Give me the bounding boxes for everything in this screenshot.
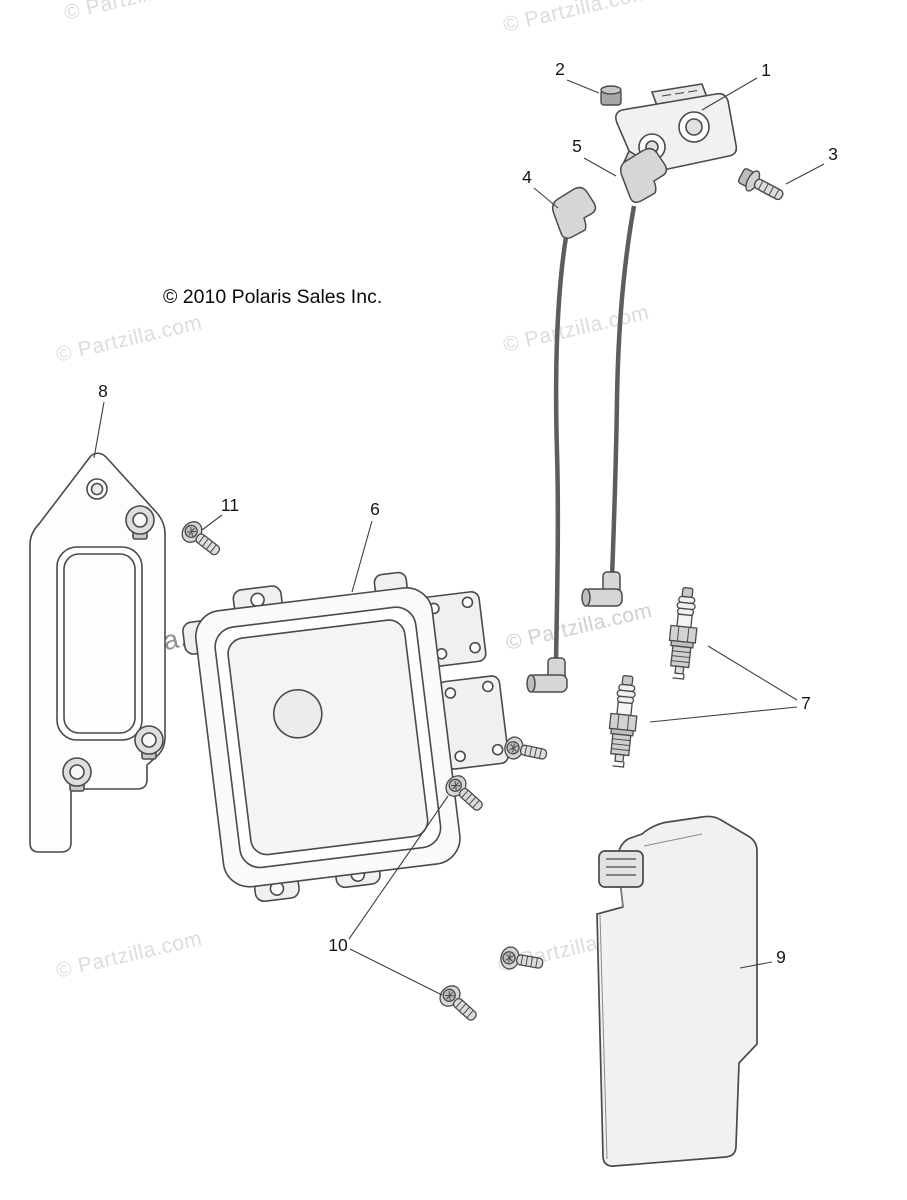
screw-part: [439, 985, 477, 1021]
screw-part: [445, 775, 483, 811]
screw-part: [181, 521, 221, 556]
screw-part: [504, 736, 548, 760]
callout-labels: 1 2 3 4 5 6 7 8 9 10 11: [98, 59, 838, 967]
spark-plug-part: [668, 587, 698, 680]
callout-3: 3: [828, 144, 838, 164]
rubber-mount: [125, 505, 155, 540]
callout-11: 11: [221, 495, 239, 515]
rubber-mount: [62, 757, 92, 792]
bolt-part: [737, 168, 784, 201]
bracket-part: [29, 452, 166, 853]
spark-plug-boot-top: [551, 186, 597, 240]
leader-lines: [93, 77, 825, 996]
callout-7: 7: [801, 693, 811, 713]
callout-6: 6: [370, 499, 380, 519]
watermark-text: © Partzilla.com: [54, 311, 204, 367]
cap-part: [600, 85, 622, 106]
watermark-text: © Partzilla.com: [62, 0, 212, 25]
callout-9: 9: [776, 947, 786, 967]
spark-plug-wire-right: [581, 147, 668, 607]
watermark-text: © Partzilla.com: [501, 301, 651, 357]
callout-10: 10: [328, 935, 348, 955]
cover-part: [596, 815, 758, 1167]
ecu-part: [182, 571, 510, 903]
spark-plug-part: [608, 675, 638, 768]
callout-4: 4: [522, 167, 532, 187]
spark-plug-boot-top: [619, 147, 668, 204]
callout-1: 1: [761, 60, 771, 80]
cover-clip: [598, 850, 644, 888]
watermark-text: © Partzilla.com: [504, 599, 654, 655]
copyright-text: © 2010 Polaris Sales Inc.: [163, 286, 382, 308]
callout-8: 8: [98, 381, 108, 401]
spark-plug-wire: [609, 205, 637, 579]
callout-2: 2: [555, 59, 565, 79]
watermark-text: © Partzilla.com: [501, 0, 651, 37]
screw-part: [500, 946, 544, 970]
spark-plug-wire-left: [526, 186, 597, 693]
callout-5: 5: [572, 136, 582, 156]
watermark-text: © Partzilla.com: [54, 927, 204, 983]
spark-plug-wire: [553, 236, 569, 663]
rubber-mount: [134, 725, 164, 760]
